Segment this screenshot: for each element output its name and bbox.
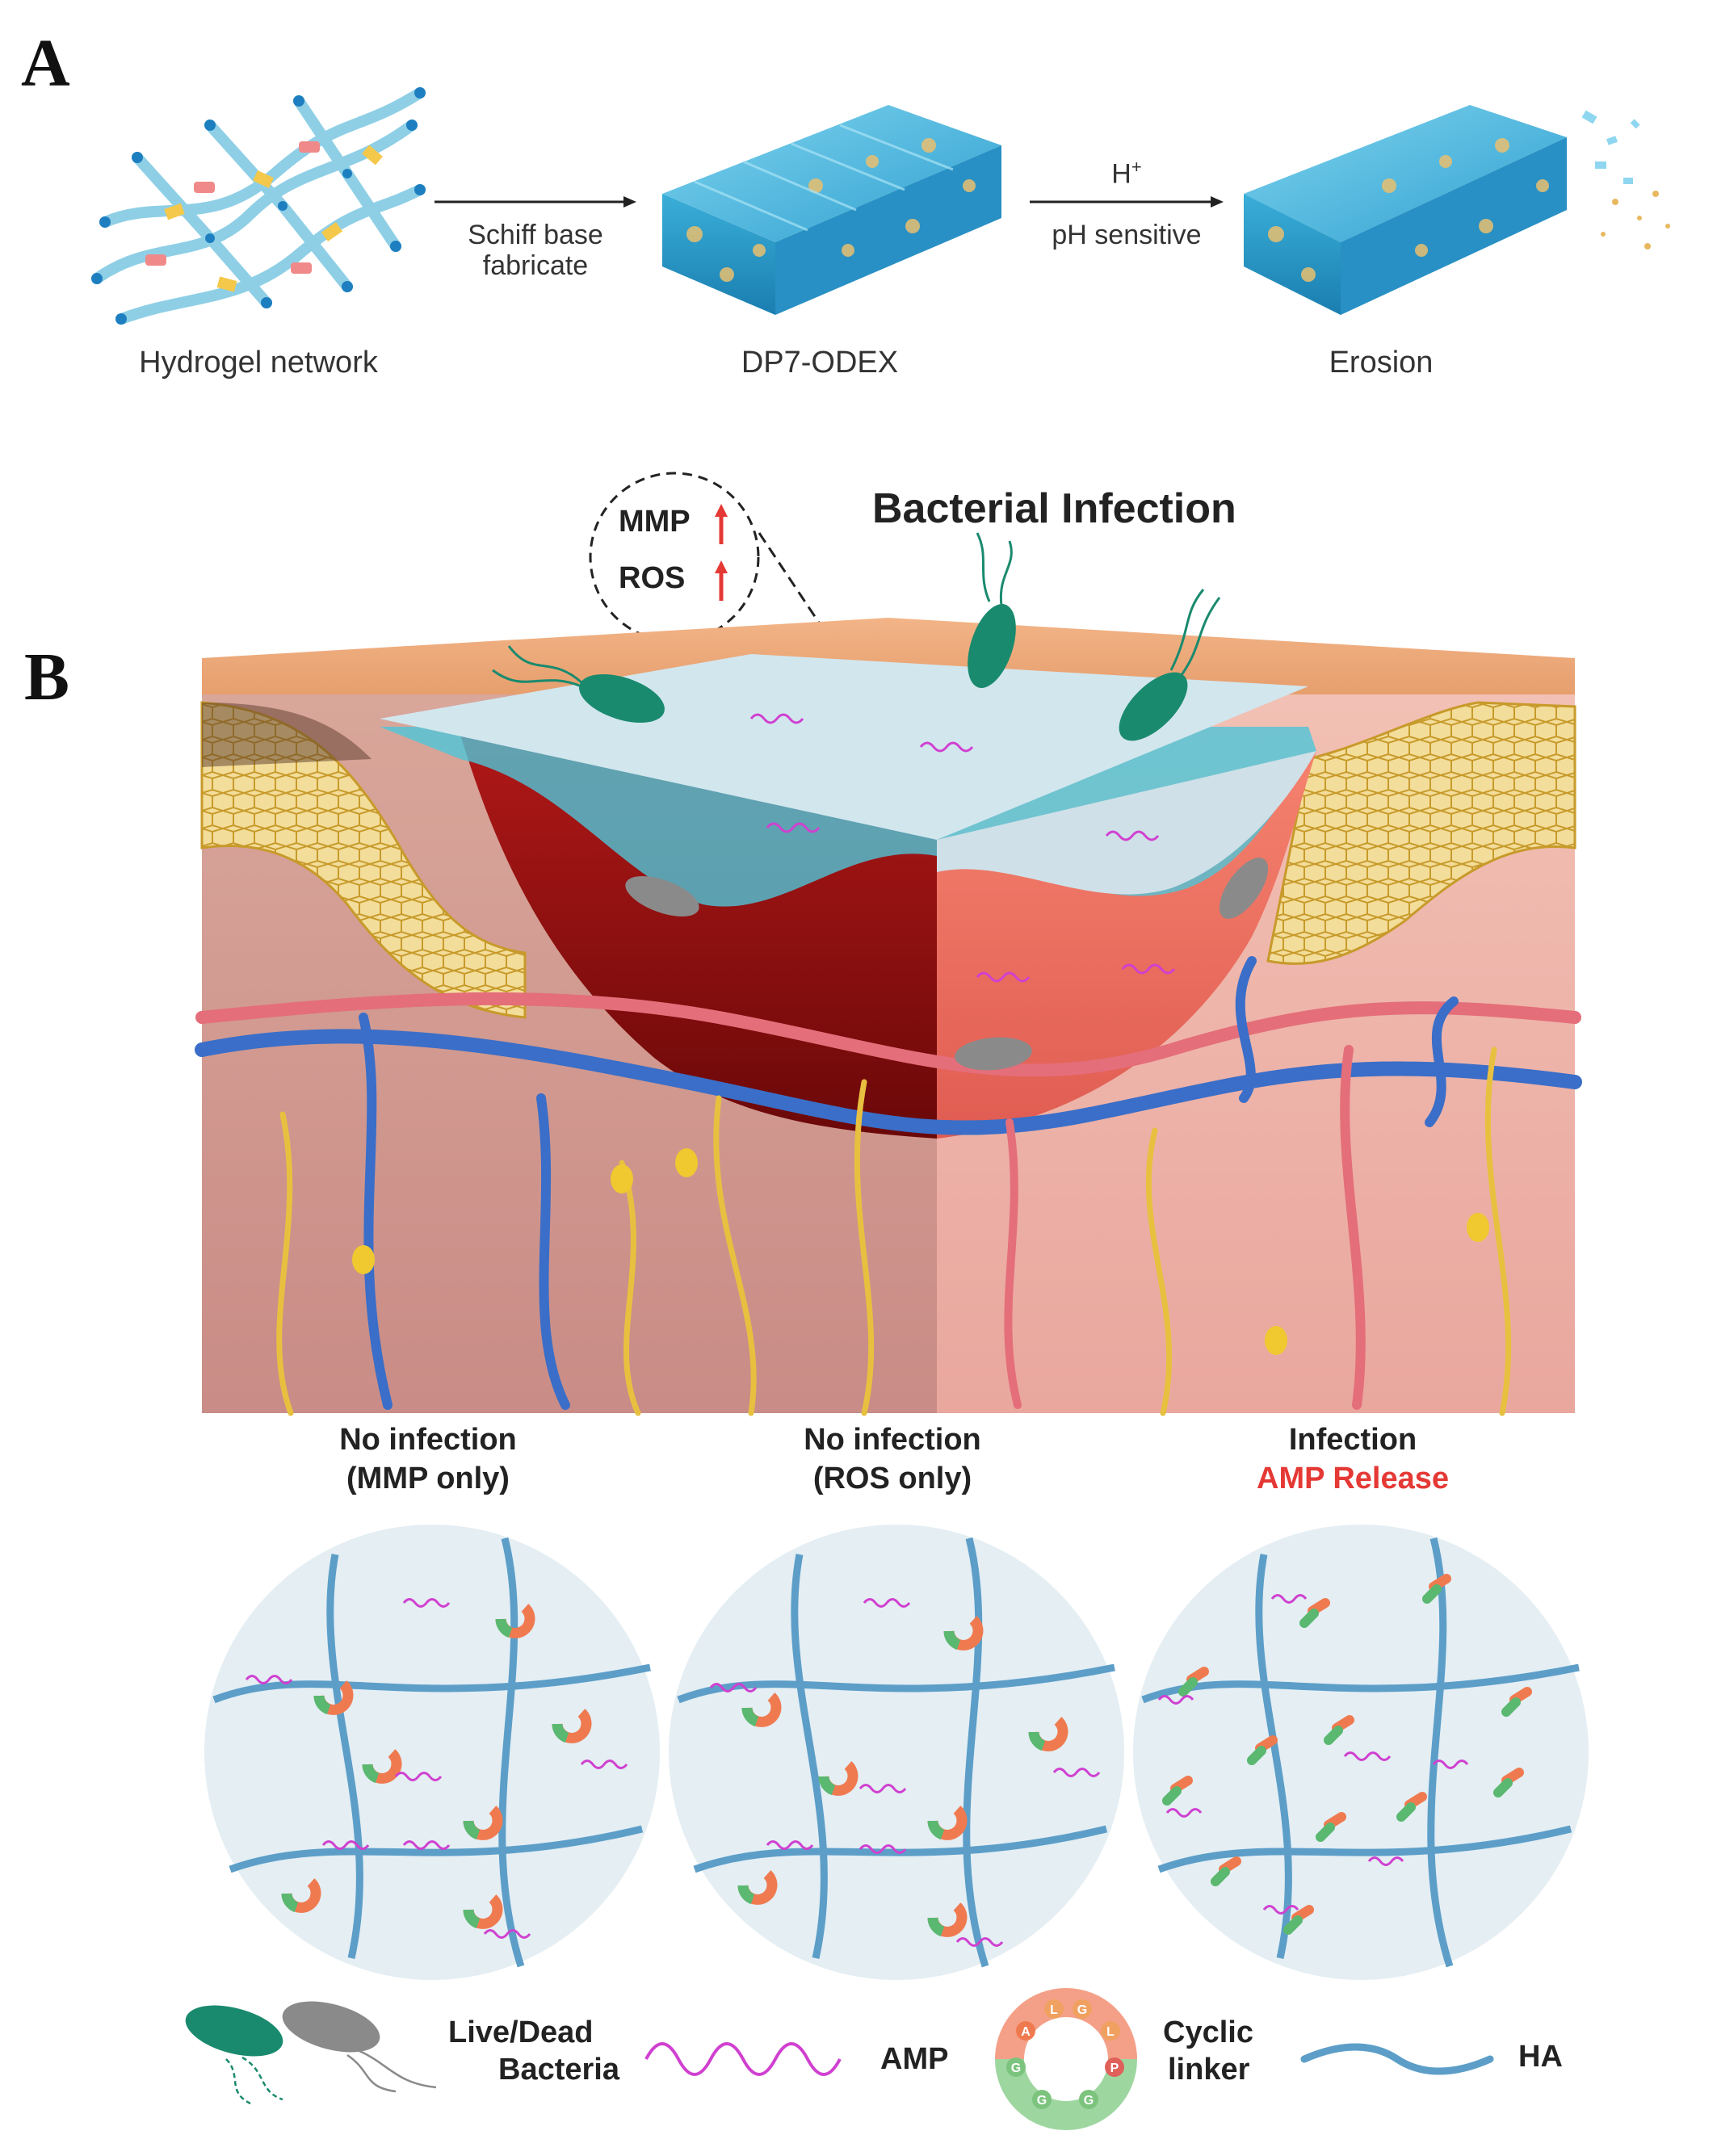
hydrogel-network-illustration [91, 87, 426, 325]
live-bacteria-group [492, 532, 1221, 741]
legend-ha-label: HA [1518, 2040, 1563, 2074]
arrow2-label-top: H+ [1022, 157, 1232, 189]
callout-ros-label: ROS [619, 561, 686, 595]
dp7-odex-block [662, 105, 1001, 315]
arrow1-label: Schiff base fabricate [426, 220, 644, 281]
legend-bacteria-icon [185, 2001, 437, 2105]
panel-a-letter: A [21, 26, 70, 101]
condition-ros-line1: No infection [804, 1423, 981, 1457]
ring-letter-6: G [1011, 2062, 1021, 2075]
dead-bacteria-icon [282, 2001, 437, 2093]
bacterial-infection-title: Bacterial Infection [872, 485, 1236, 532]
legend-amp-label: AMP [880, 2042, 949, 2076]
legend-bacteria-label: Live/Dead Bacteria [448, 2015, 619, 2088]
h-plus-superscript: + [1131, 157, 1142, 177]
condition-mmp-line2: (MMP only) [346, 1461, 510, 1495]
condition-title-mmp: No infection (MMP only) [258, 1421, 598, 1498]
callout-mmp-label: MMP [619, 505, 691, 539]
legend-bacteria-line2: Bacteria [498, 2052, 619, 2087]
ring-letter-1: A [1021, 2025, 1031, 2039]
stage-label-dp7-odex: DP7-ODEX [741, 346, 899, 380]
legend-bacteria-line1: Live/Dead [448, 2015, 594, 2049]
arrow1-label-line2: fabricate [482, 250, 589, 282]
legend-amp-icon [644, 2042, 842, 2076]
skin-wound-illustration [195, 532, 1582, 1416]
stage-label-erosion: Erosion [1329, 346, 1434, 380]
condition-title-infection: Infection AMP Release [1183, 1421, 1522, 1498]
ros-up-arrow-icon [715, 560, 728, 601]
ring-letter-7: G [1037, 2094, 1047, 2108]
ring-letter-5: P [1110, 2062, 1119, 2075]
legend-ha-icon [1300, 2043, 1494, 2075]
legend-cyclic-linker-icon: A L G L P G G G [995, 1988, 1137, 2130]
condition-infection-line1: Infection [1288, 1423, 1417, 1457]
mmp-up-arrow-icon [715, 504, 728, 544]
live-bacteria-icon [185, 2005, 283, 2105]
condition-infection-line2: AMP Release [1257, 1461, 1449, 1495]
stage-label-hydrogel-network: Hydrogel network [139, 346, 378, 380]
h-plus-label: H [1111, 158, 1131, 190]
ring-letter-4: L [1106, 2025, 1115, 2039]
legend-linker-line2: linker [1168, 2052, 1250, 2087]
panel-b-letter: B [24, 640, 70, 715]
ring-letter-2: L [1050, 2003, 1058, 2017]
network-circle-ros [669, 1525, 1124, 1980]
ring-letter-3: G [1077, 2003, 1087, 2017]
erosion-block [1244, 105, 1670, 315]
callout-circle [589, 472, 760, 643]
arrow2-label-bottom: pH sensitive [1052, 220, 1202, 250]
arrow1-label-line1: Schiff base [468, 220, 603, 250]
ring-letter-8: G [1084, 2094, 1094, 2108]
network-circle-infection [1133, 1525, 1589, 1980]
condition-title-ros: No infection (ROS only) [723, 1421, 1062, 1498]
condition-ros-line2: (ROS only) [812, 1461, 972, 1495]
arrow-schiff-base [434, 196, 636, 208]
legend-linker-line1: Cyclic [1163, 2015, 1253, 2049]
arrow-ph-sensitive [1030, 196, 1224, 208]
condition-mmp-line1: No infection [339, 1423, 517, 1457]
dead-bacteria-group [625, 858, 1269, 1071]
network-circle-mmp [204, 1525, 660, 1980]
legend-linker-label: Cyclic linker [1163, 2015, 1253, 2088]
